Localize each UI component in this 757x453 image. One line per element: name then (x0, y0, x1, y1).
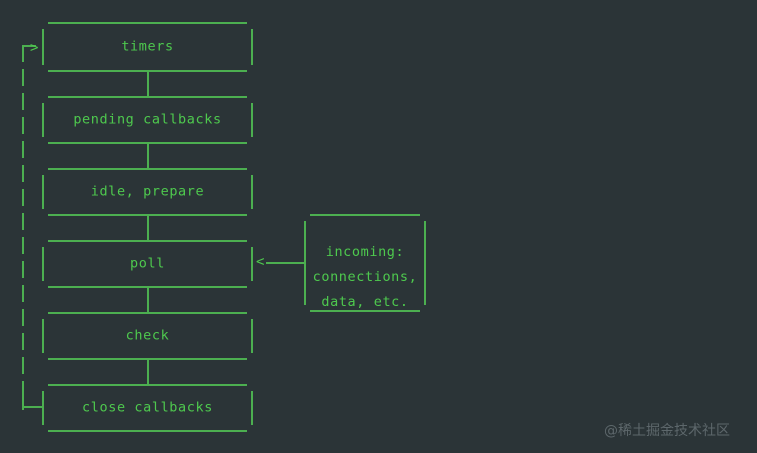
phase-box-close-callbacks[interactable]: close callbacks (42, 384, 253, 432)
incoming-events-box[interactable]: incoming: connections, data, etc. (304, 214, 426, 312)
box-edge-bottom (48, 286, 247, 288)
phase-box-idle-prepare[interactable]: idle, prepare (42, 168, 253, 216)
box-edge-right (251, 103, 253, 137)
box-edge-left (42, 103, 44, 137)
incoming-line-3: data, etc. (321, 294, 409, 310)
box-edge-right (251, 247, 253, 281)
phase-label: poll (130, 255, 165, 272)
connector-idle-to-poll (147, 216, 149, 240)
box-edge-left (42, 391, 44, 425)
box-edge-bottom (48, 214, 247, 216)
loop-exit-vertical (22, 398, 24, 408)
incoming-arrow-line (266, 262, 304, 264)
box-edge-top (48, 96, 247, 98)
box-edge-top (48, 168, 247, 170)
box-edge-right (251, 175, 253, 209)
incoming-line-2: connections, (312, 269, 418, 285)
box-edge-right (251, 319, 253, 353)
phase-label: timers (121, 38, 174, 55)
box-edge-left (304, 221, 306, 305)
phase-label: pending callbacks (73, 111, 222, 128)
loop-exit-horizontal (22, 406, 42, 408)
box-edge-left (42, 247, 44, 281)
box-edge-left (42, 319, 44, 353)
connector-poll-to-check (147, 288, 149, 312)
box-edge-top (48, 22, 247, 24)
box-edge-right (251, 391, 253, 425)
box-edge-right (424, 221, 426, 305)
box-edge-bottom (48, 142, 247, 144)
box-edge-left (42, 29, 44, 65)
phase-box-poll[interactable]: poll (42, 240, 253, 288)
phase-box-timers[interactable]: timers (42, 22, 253, 72)
box-edge-left (42, 175, 44, 209)
phase-box-pending-callbacks[interactable]: pending callbacks (42, 96, 253, 144)
box-edge-top (48, 240, 247, 242)
loop-return-line (22, 45, 24, 410)
phase-label: idle, prepare (90, 183, 205, 200)
phase-box-check[interactable]: check (42, 312, 253, 360)
incoming-arrow-head-icon: < (256, 254, 265, 270)
phase-label: check (125, 327, 170, 344)
box-edge-top (310, 214, 420, 216)
connector-pending-to-idle (147, 144, 149, 168)
watermark: @稀土掘金技术社区 (604, 423, 730, 439)
incoming-line-1: incoming: (325, 244, 405, 260)
loop-entry-horizontal (22, 45, 36, 47)
box-edge-bottom (310, 310, 420, 312)
phase-label: close callbacks (82, 399, 213, 416)
box-edge-right (251, 29, 253, 65)
box-edge-bottom (48, 358, 247, 360)
connector-check-to-close (147, 360, 149, 384)
box-edge-bottom (48, 430, 247, 432)
box-edge-top (48, 384, 247, 386)
box-edge-bottom (48, 70, 247, 72)
loop-entry-arrow-icon: > (30, 40, 39, 56)
connector-timers-to-pending (147, 72, 149, 96)
box-edge-top (48, 312, 247, 314)
